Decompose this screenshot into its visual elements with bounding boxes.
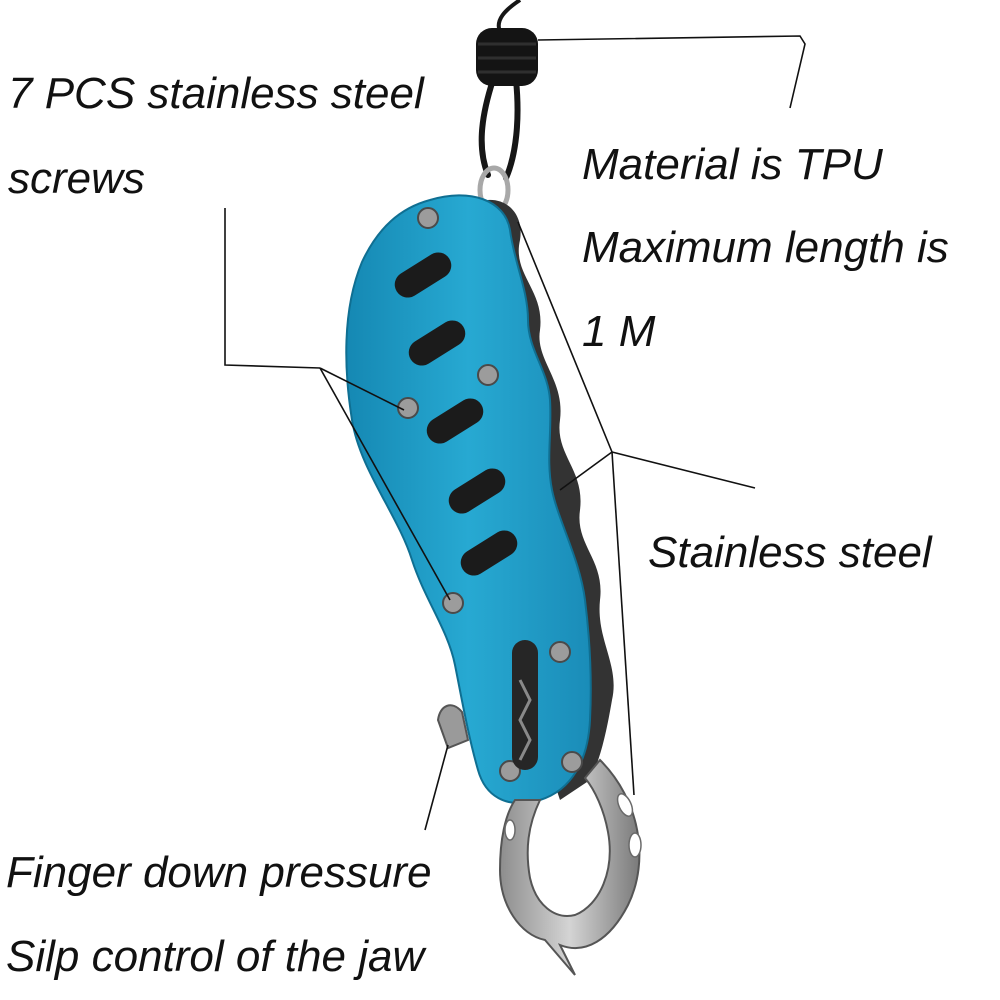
material-label-line2: Maximum length is <box>582 223 949 272</box>
finger-lever <box>436 704 470 750</box>
trigger-slot <box>512 640 538 770</box>
lanyard-loop <box>478 77 521 181</box>
steel-jaw <box>498 758 641 976</box>
finger-pressure-label-line2: Silp control of the jaw <box>6 932 425 981</box>
screws <box>397 207 583 782</box>
lanyard-cord <box>496 0 522 33</box>
callout-lines <box>224 35 806 831</box>
finger-pressure-label-line1: Finger down pressure <box>6 848 432 897</box>
material-label-line1: Material is TPU <box>582 140 883 189</box>
screws-label-line2: screws <box>8 154 145 203</box>
stainless-steel-label: Stainless steel <box>648 528 932 577</box>
material-label-line3: 1 M <box>582 307 656 356</box>
screws-label-line1: 7 PCS stainless steel <box>8 69 424 118</box>
jaw-holes <box>504 793 642 858</box>
handle-slots <box>394 252 518 576</box>
